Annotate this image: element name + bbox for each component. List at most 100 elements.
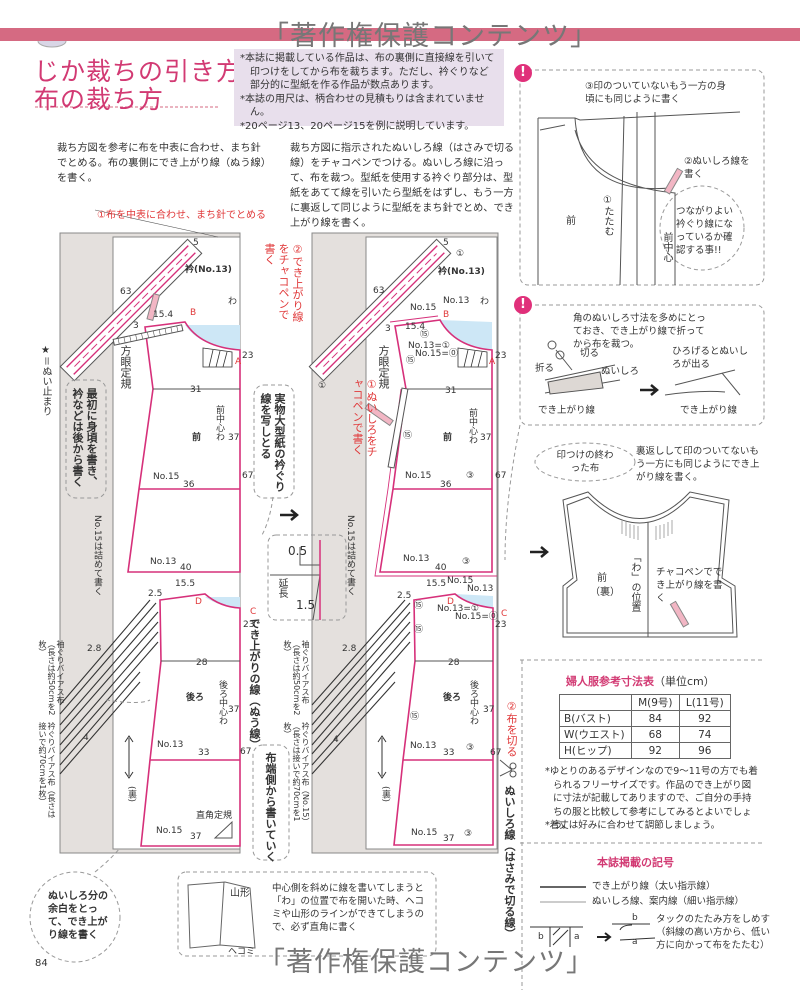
- diagram-label: D: [195, 597, 202, 607]
- diagram-label: 40: [435, 563, 447, 573]
- bubble-copy-neck: 実物大型紙の衿ぐり線を写しとる: [259, 393, 286, 492]
- wa-position-label: 「わ」の位置: [629, 552, 640, 612]
- tuck-b: b: [538, 932, 544, 942]
- step1-text: 裁ち方図を参考に布を中表に合わせ、まち針でとめる。布の裏側にでき上がり線（ぬう線…: [57, 143, 266, 184]
- diagram-label: 前中心わ: [214, 405, 224, 441]
- tip2-seam: ぬいしろ: [601, 366, 640, 377]
- diagram-label: 2.5: [397, 591, 412, 601]
- diagram-label: 37: [190, 832, 202, 842]
- diagram-label: 37: [480, 433, 492, 443]
- symbols-title: 本誌掲載の記号: [597, 856, 674, 869]
- size-table-title: 婦人服参考寸法表: [566, 675, 654, 688]
- diagram-label: ③: [464, 829, 473, 839]
- diagram-label: 前: [192, 433, 202, 443]
- diagram-label: 衿(No.13): [185, 265, 232, 275]
- diagram-label: No.15=⓪: [415, 349, 458, 359]
- flip-note: 裏返しして印のついてないもう一方にも同じようにでき上がり線を書く。: [636, 446, 760, 483]
- diagram-label: 63: [120, 287, 132, 297]
- diagram-label: 後ろ中心わ: [217, 680, 227, 725]
- diagram-label: No.15=⓪: [455, 612, 498, 622]
- chaco-note: チャコペンででき上がり線を書く: [656, 567, 723, 604]
- done-bubble: 印つけの終わった布: [556, 450, 614, 474]
- tip1-check: つながりよい衿ぐり線になっているか確認する事!!: [676, 206, 734, 256]
- watermark: 「著作権保護コンテンツ」: [262, 21, 598, 52]
- yamagata-label: 山形: [230, 888, 250, 899]
- size-table-unit: （単位cm）: [654, 675, 715, 688]
- callout-draw-finish: ②でき上がり線をチャコペンで書く: [263, 243, 304, 322]
- finish-line-label: でき上がりの線（ぬう線）: [248, 618, 261, 750]
- diagram-label: 67: [240, 747, 252, 757]
- diagram-label: ⑮: [420, 330, 430, 340]
- table-cell: 74: [678, 726, 732, 743]
- table-cell: H(ヒップ): [559, 742, 632, 759]
- diagram-label: No.15: [156, 826, 183, 836]
- table-cell: 92: [678, 710, 732, 727]
- diagram-label: C: [250, 607, 257, 617]
- tuck-b2: b: [632, 913, 638, 923]
- arrow-right-icon: [640, 384, 659, 396]
- table-header: M(9号): [631, 694, 680, 711]
- diagram-label: 28: [196, 658, 208, 668]
- diagram-label: No.13=①: [437, 604, 480, 614]
- diagram-label: 37: [228, 705, 240, 715]
- table-header-row: M(9号)L(11号): [559, 694, 732, 711]
- diagram-label: D: [447, 597, 454, 607]
- diagram-label: 67: [490, 748, 502, 758]
- diagram-label: 37: [483, 705, 495, 715]
- diagram-label: No.15: [410, 303, 437, 313]
- header-band: [0, 28, 800, 41]
- diagram-label: 4: [83, 733, 89, 743]
- hekomi-label: ヘコミ: [228, 947, 256, 957]
- tip1-seam: ②ぬいしろ線を書く: [684, 156, 750, 180]
- diagram-label: 5: [443, 238, 449, 248]
- seam-line-label: ぬいしろ線（はさみで切る線）: [503, 785, 516, 939]
- diagram-label: 3: [385, 324, 391, 334]
- diagram-label: ⑮: [414, 625, 424, 635]
- symbol-tuck-label: タックのたたみ方をしめす（斜線の高い方から、低い方に向かって布をたたむ）: [656, 914, 771, 951]
- diagram-label: 31: [445, 386, 457, 396]
- extend-value-a: 0.5: [288, 544, 308, 558]
- middle-cutting-diagram: [308, 232, 517, 854]
- diagram-label: 前: [443, 433, 453, 443]
- front-back-label: 前（裏）: [590, 573, 620, 598]
- chalk-pen-icon: [146, 293, 161, 321]
- page-title-line1: じか裁ちの引き方と: [34, 57, 269, 86]
- star-legend: ★＝ぬい止まり: [40, 345, 51, 416]
- diagram-label: 23: [495, 620, 507, 630]
- diagram-label: No.13=①: [408, 341, 451, 351]
- diagram-label: ⑮: [414, 601, 424, 611]
- diagram-label: 40: [180, 563, 192, 573]
- note: *20ページ13、20ページ15を例に説明しています。: [240, 120, 475, 132]
- tip1-center: 前中心: [661, 232, 672, 262]
- diagram-label: B: [443, 310, 450, 320]
- tip2-cut: 切る: [580, 348, 600, 359]
- diagram-label: No.15: [447, 576, 474, 586]
- diagram-label: 2.5: [148, 589, 163, 599]
- diagram-label: ①: [318, 381, 327, 391]
- diagram-label: No.13: [150, 557, 177, 567]
- bubble-from-edge: 布端側から書いていく: [264, 752, 277, 862]
- diagram-label: No.15: [411, 828, 438, 838]
- callout-seam-chalk: ①ぬいしろをチャコペンで書く: [351, 378, 378, 457]
- symbol-thick-label: でき上がり線（太い指示線）: [592, 881, 716, 892]
- diagram-label: わ: [480, 297, 490, 307]
- tip1-other-side: ③印のついていないもう一方の身頃にも同じように書く: [585, 81, 726, 105]
- table-cell: B(バスト): [559, 710, 632, 727]
- diagram-label: No.13: [410, 741, 437, 751]
- size-note-1: *ゆとりのあるデザインなので9〜11号の方でも着られるフリーサイズです。作品ので…: [545, 766, 758, 831]
- size-note-2: *着丈は好みに合わせて調節しましょう。: [545, 820, 721, 831]
- table-cell: 68: [631, 726, 680, 743]
- diagram-label: 23: [495, 351, 507, 361]
- tip2-finish2: でき上がり線: [680, 405, 738, 416]
- arrow-right-icon: [530, 546, 549, 558]
- diagram-label: No.13: [467, 584, 494, 594]
- diagram-label: 5: [193, 238, 199, 248]
- arrow-right-icon: [280, 509, 299, 521]
- diagram-label: 37: [443, 834, 455, 844]
- diagram-label: No.13: [157, 740, 184, 750]
- tuck-symbol: [530, 923, 656, 947]
- diagram-label: No.13: [403, 554, 430, 564]
- note: *本誌の用尺は、柄合わせの見積もりは含まれていません。: [240, 93, 485, 119]
- diagram-label: わ: [228, 297, 238, 307]
